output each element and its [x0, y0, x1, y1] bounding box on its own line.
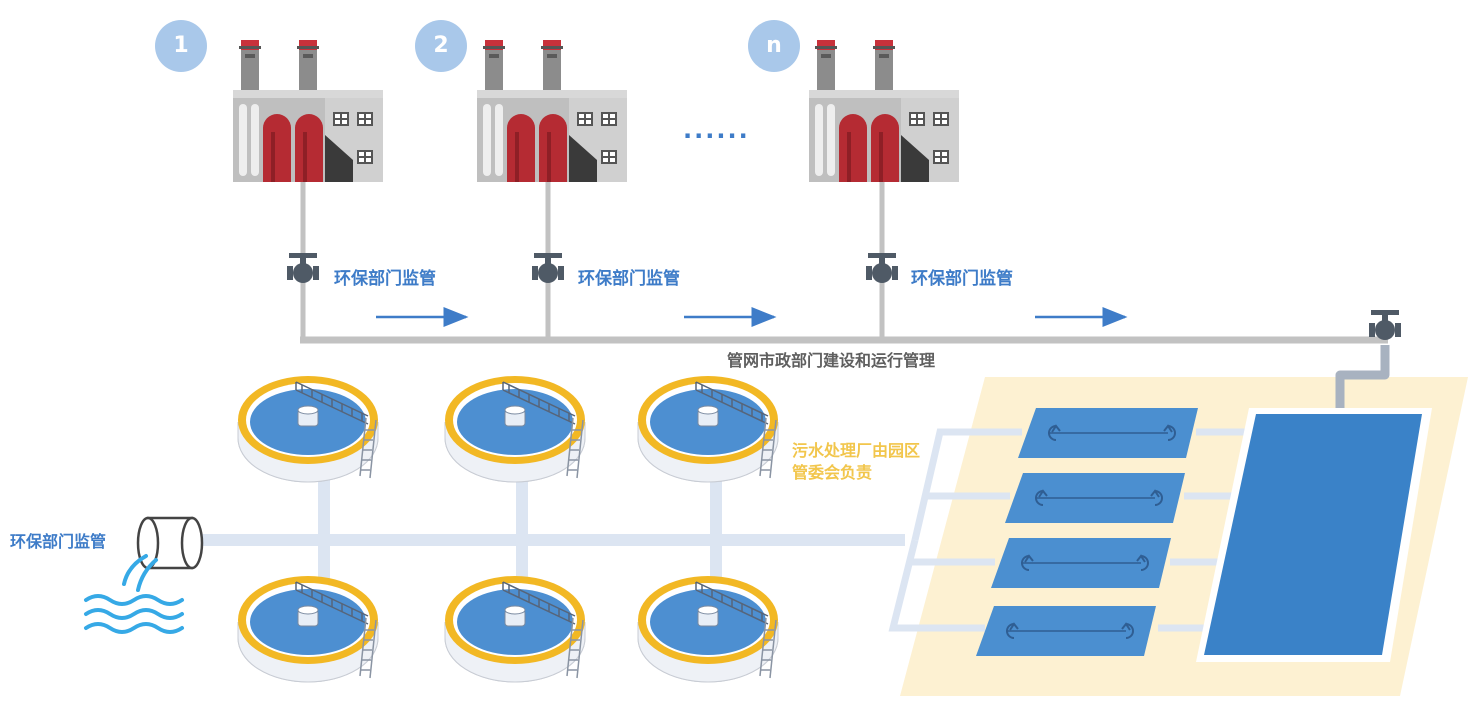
aeration-channel-icon — [1017, 407, 1199, 459]
treatment-plant-label: 污水处理厂由园区管委会负责 — [792, 441, 921, 482]
valve-n-icon — [866, 253, 898, 283]
valve-2-label: 环保部门监管 — [578, 269, 680, 289]
clarifier-tank-icon — [444, 575, 586, 683]
factory-2-badge: 2 — [415, 20, 467, 72]
plant-inlet-pipe — [1335, 345, 1390, 425]
valve-1-icon — [287, 253, 319, 283]
clarifier-tank-icon — [637, 375, 779, 483]
factory-n-badge: n — [748, 20, 800, 72]
valve-n-label: 环保部门监管 — [911, 269, 1013, 289]
clarifier-tank-icon — [237, 375, 379, 483]
outfall-label: 环保部门监管 — [10, 532, 107, 551]
factory-2-icon — [477, 40, 627, 182]
aeration-channel-icon — [975, 605, 1157, 657]
clarifier-tank-icon — [444, 375, 586, 483]
valve-2-icon — [532, 253, 564, 283]
inlet-valve-icon — [1369, 310, 1401, 340]
outfall-pipe-icon — [136, 516, 204, 570]
valve-1-label: 环保部门监管 — [334, 269, 436, 289]
factory-1-badge: 1 — [155, 20, 207, 72]
factory-outlet-pipes — [300, 170, 885, 340]
factory-n-icon — [809, 40, 959, 182]
clarifier-tank-icon — [237, 575, 379, 683]
aeration-channel-icon — [1004, 472, 1186, 524]
more-factories-ellipsis: ...... — [683, 116, 750, 144]
aeration-channel-icon — [990, 537, 1172, 589]
factory-1-icon — [233, 40, 383, 182]
discharge-water-icon — [84, 554, 184, 634]
plant-branch-pipes — [888, 428, 1248, 632]
pipe-network-label: 管网市政部门建设和运行管理 — [727, 351, 936, 370]
clarifier-tank-icon — [637, 575, 779, 683]
